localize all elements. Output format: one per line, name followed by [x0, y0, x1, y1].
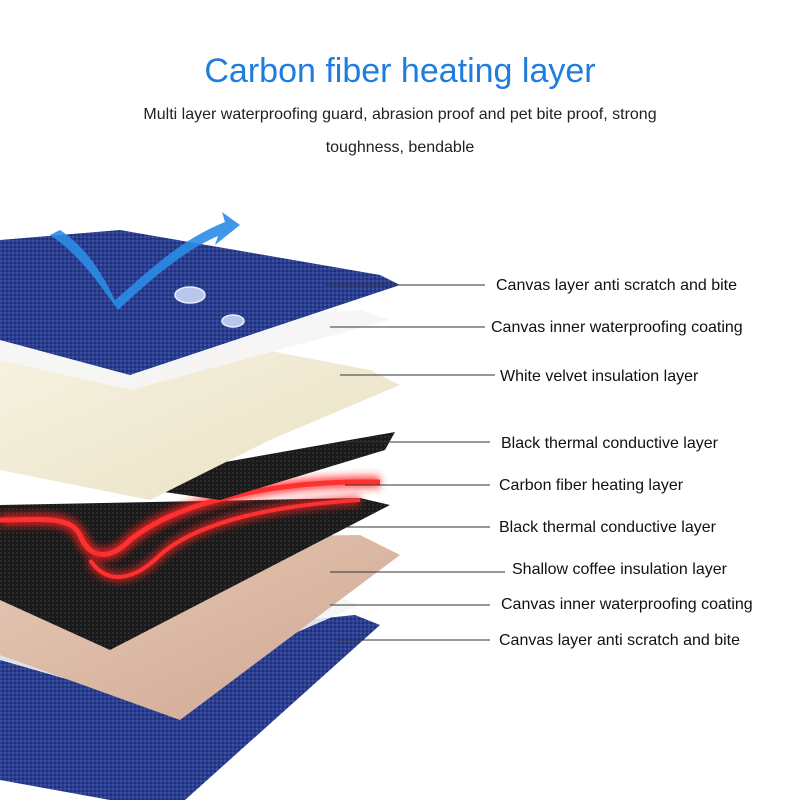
layer-label-6: Black thermal conductive layer [499, 519, 716, 536]
leader-lines [325, 284, 505, 641]
check-arrow-icon [50, 212, 240, 310]
upper-black-layer [150, 432, 395, 500]
water-drop-icon [174, 286, 206, 304]
layer-label-2: Canvas inner waterproofing coating [491, 319, 743, 336]
layer-label-9: Canvas layer anti scratch and bite [499, 632, 741, 649]
heating-element [0, 475, 381, 582]
layer-label-5: Carbon fiber heating layer [499, 477, 684, 494]
layer-label-3: White velvet insulation layer [500, 368, 699, 385]
layer-label-7: Shallow coffee insulation layer [512, 561, 727, 578]
layer-label-4: Black thermal conductive layer [501, 435, 718, 452]
water-drop-icon [221, 314, 245, 328]
top-canvas-layer [0, 230, 400, 375]
page-subtitle: Multi layer waterproofing guard, abrasio… [143, 106, 657, 156]
lower-black-layer [0, 498, 390, 650]
page-title: Carbon fiber heating layer [204, 52, 596, 90]
layer-label-1: Canvas layer anti scratch and bite [496, 277, 738, 294]
layer-label-8: Canvas inner waterproofing coating [501, 596, 753, 613]
